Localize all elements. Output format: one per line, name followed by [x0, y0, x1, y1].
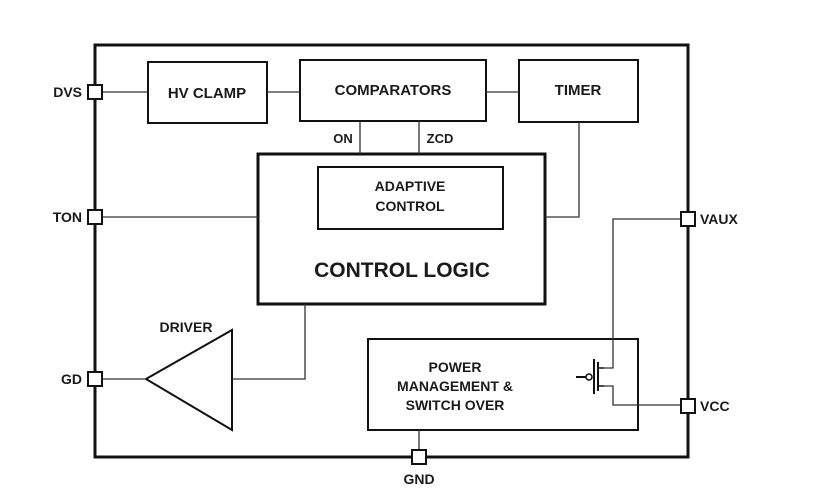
pin-gd: GD — [61, 371, 103, 387]
wire-vaux-switch — [604, 218, 682, 369]
pin-vaux: VAUX — [680, 211, 739, 227]
pin-ton: TON — [53, 209, 103, 225]
power-label-line3: SWITCH OVER — [406, 397, 505, 413]
timer-block: TIMER — [518, 59, 639, 123]
driver-buffer: DRIVER — [144, 319, 233, 432]
wires — [102, 91, 682, 450]
pin-gd-label: GD — [61, 371, 82, 387]
pmos-switch-icon — [576, 359, 604, 394]
wire-timer-logic — [545, 122, 580, 218]
adaptive-control-label-line1: ADAPTIVE — [375, 178, 446, 194]
pin-gnd-label: GND — [403, 471, 434, 487]
pin-ton-label: TON — [53, 209, 82, 225]
pin-vcc-label: VCC — [700, 398, 730, 414]
power-label-line1: POWER — [429, 359, 482, 375]
signal-on-label: ON — [333, 131, 353, 146]
wire-switch-vcc — [604, 385, 682, 406]
control-logic-label: CONTROL LOGIC — [314, 259, 490, 282]
pin-dvs: DVS — [53, 84, 103, 100]
pin-gnd: GND — [403, 449, 435, 487]
adaptive-control-label-line2: CONTROL — [375, 198, 445, 214]
signal-zcd-label: ZCD — [427, 131, 454, 146]
comparators-block: COMPARATORS — [299, 59, 487, 122]
pin-vaux-label: VAUX — [700, 211, 739, 227]
hv-clamp-label: HV CLAMP — [168, 85, 246, 102]
pin-dvs-label: DVS — [53, 84, 82, 100]
comparators-label: COMPARATORS — [335, 82, 452, 99]
adaptive-control-block: ADAPTIVE CONTROL — [317, 166, 504, 230]
pin-vcc: VCC — [680, 398, 730, 414]
wire-logic-driver — [232, 304, 306, 380]
hv-clamp-block: HV CLAMP — [147, 61, 268, 124]
chip-outline — [93, 43, 690, 459]
timer-label: TIMER — [555, 82, 602, 99]
power-label-line2: MANAGEMENT & — [397, 378, 513, 394]
driver-label: DRIVER — [160, 319, 213, 335]
